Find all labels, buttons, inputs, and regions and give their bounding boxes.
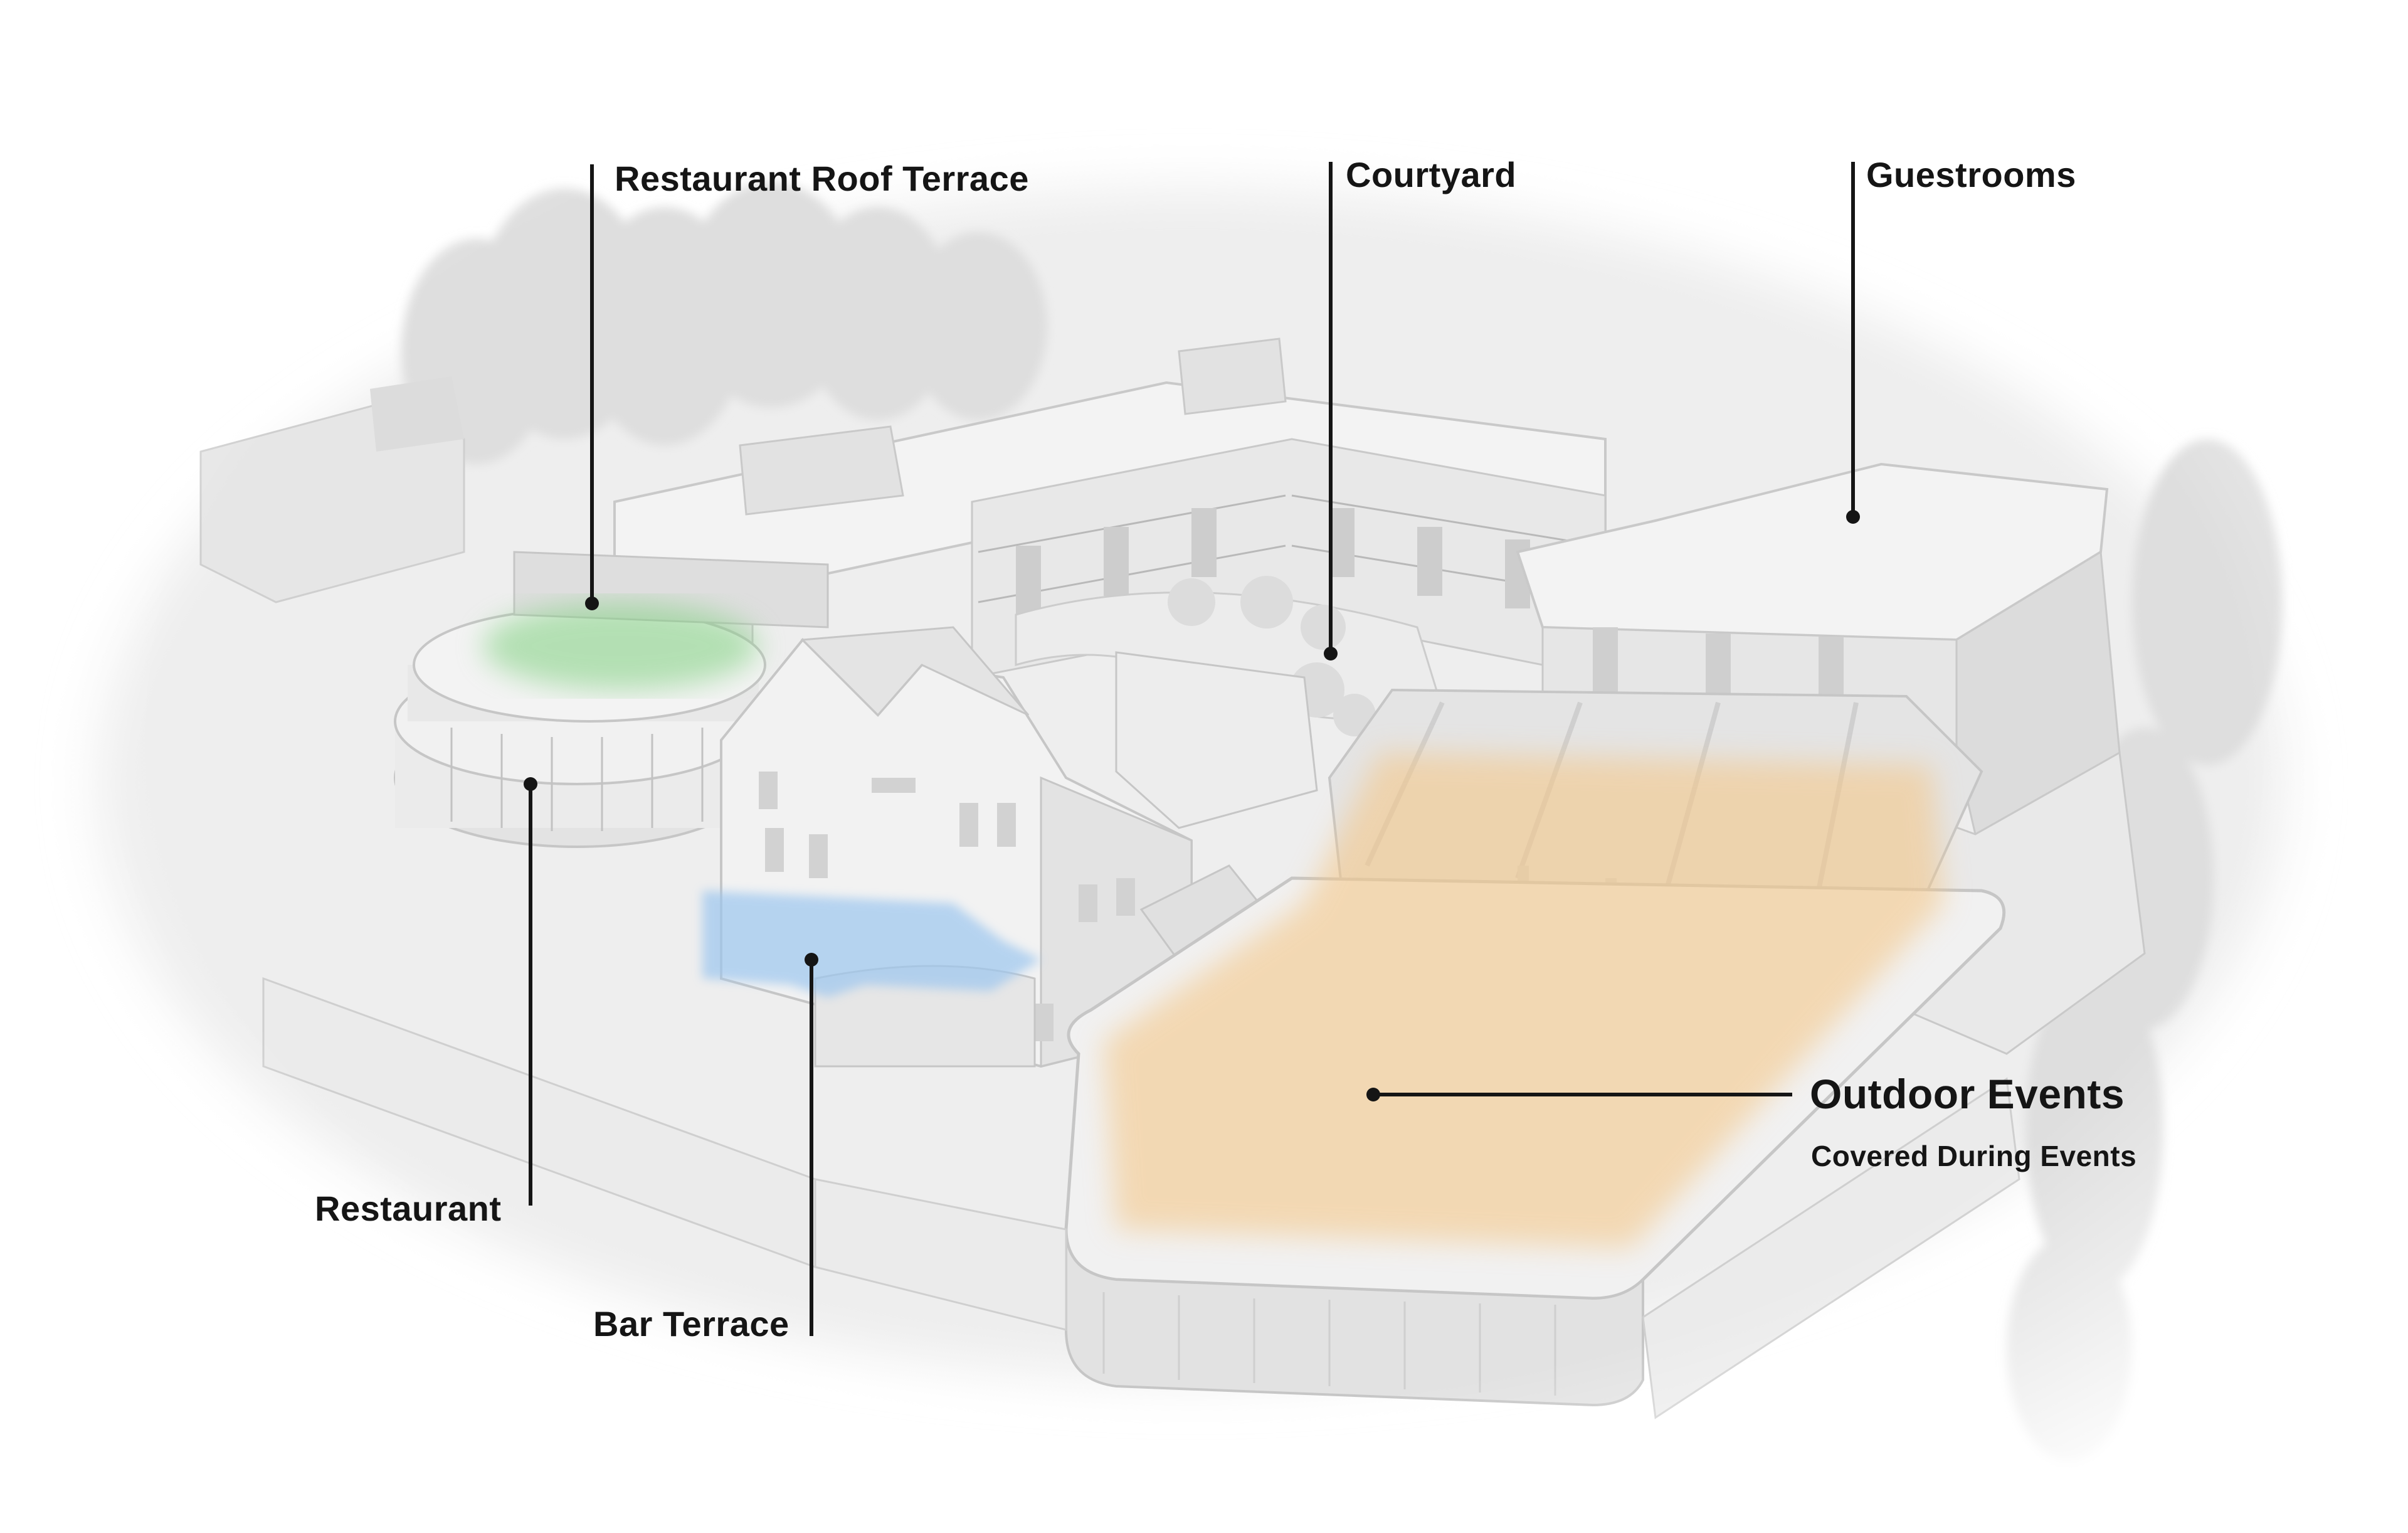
label-restaurant-roof-terrace: Restaurant Roof Terrace [615, 159, 1029, 198]
leader-lines [529, 162, 1855, 1336]
label-bar-terrace: Bar Terrace [593, 1304, 789, 1344]
dot-courtyard [1324, 647, 1338, 660]
leader-dots [524, 510, 1860, 1101]
label-guestrooms: Guestrooms [1866, 155, 2076, 194]
label-outdoor-events-note: Covered During Events [1811, 1140, 2137, 1172]
dot-roof-terrace [585, 597, 599, 610]
label-outdoor-events: Outdoor Events [1810, 1071, 2125, 1117]
dot-outdoor-events [1366, 1088, 1380, 1101]
dot-restaurant [524, 777, 537, 791]
dot-bar-terrace [805, 953, 818, 967]
dot-guestrooms [1846, 510, 1860, 524]
label-restaurant: Restaurant [315, 1189, 502, 1228]
label-courtyard: Courtyard [1346, 155, 1517, 194]
